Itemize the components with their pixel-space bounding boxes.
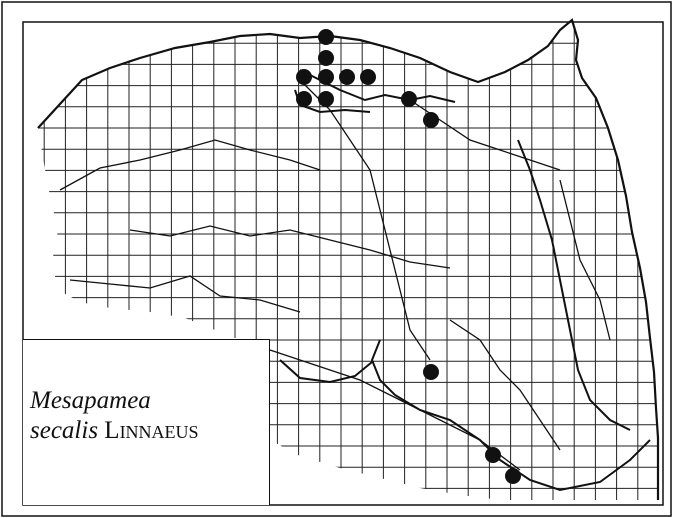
record-dot: [318, 29, 334, 45]
river: [59, 139, 321, 191]
record-dot: [485, 447, 501, 463]
river: [299, 79, 431, 361]
river: [269, 349, 521, 471]
species-name: Mesapamea secalis Linnaeus: [30, 386, 199, 446]
river: [129, 225, 451, 269]
record-dot: [296, 69, 312, 85]
river: [559, 179, 611, 341]
species-author: Linnaeus: [104, 417, 199, 444]
species-epithet: secalis: [30, 417, 99, 444]
record-dot: [423, 112, 439, 128]
record-dot: [318, 91, 334, 107]
species-genus: Mesapamea: [30, 387, 151, 414]
river: [409, 99, 561, 171]
river: [69, 275, 301, 313]
record-dot: [401, 91, 417, 107]
border: [517, 139, 631, 431]
borders: [279, 69, 651, 492]
record-dot: [505, 468, 521, 484]
record-dot: [318, 50, 334, 66]
records: [296, 29, 521, 484]
country-outline: [37, 18, 660, 500]
legend-box: [23, 339, 270, 505]
river: [449, 319, 561, 451]
border: [370, 339, 651, 492]
border: [279, 359, 373, 384]
record-dot: [296, 91, 312, 107]
record-dot: [360, 69, 376, 85]
record-dot: [423, 364, 439, 380]
record-dot: [318, 69, 334, 85]
map-inner-frame: [22, 21, 664, 506]
record-dot: [339, 69, 355, 85]
